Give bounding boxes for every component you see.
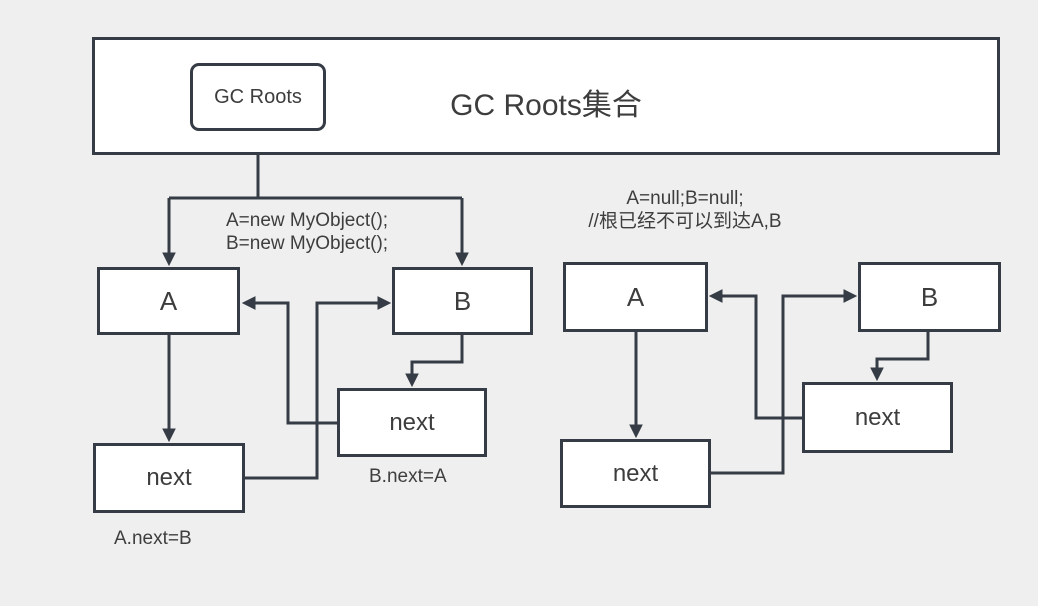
left-node-a-next: next	[93, 443, 245, 513]
right-node-b-next: next	[802, 382, 953, 453]
left-node-b: B	[392, 267, 533, 335]
left-code-line2: B=new MyObject();	[226, 233, 389, 254]
gc-roots-set-title: GC Roots集合	[450, 89, 642, 122]
left-node-a: A	[97, 267, 240, 335]
edge-right-b-to-bnext	[870, 332, 930, 382]
left-code-line1: A=new MyObject();	[226, 210, 389, 231]
left-node-b-next: next	[337, 388, 487, 457]
label-a-next-assignment: A.next=B	[114, 528, 192, 549]
right-node-a: A	[563, 262, 708, 332]
edge-left-b-to-bnext	[405, 335, 464, 388]
right-code-annotation: A=null;B=null; //根已经不可以到达A,B	[560, 187, 810, 233]
edge-left-bnext-to-a	[241, 296, 337, 425]
left-code-annotation: A=new MyObject(); B=new MyObject();	[226, 209, 388, 255]
right-code-line1: A=null;B=null;	[626, 188, 744, 209]
right-node-a-next: next	[560, 439, 711, 508]
edge-right-bnext-to-a	[708, 289, 802, 420]
gc-root-node: GC Roots	[190, 63, 326, 131]
label-b-next-assignment: B.next=A	[369, 466, 447, 487]
right-code-line2: //根已经不可以到达A,B	[588, 211, 782, 232]
right-node-b: B	[858, 262, 1001, 332]
